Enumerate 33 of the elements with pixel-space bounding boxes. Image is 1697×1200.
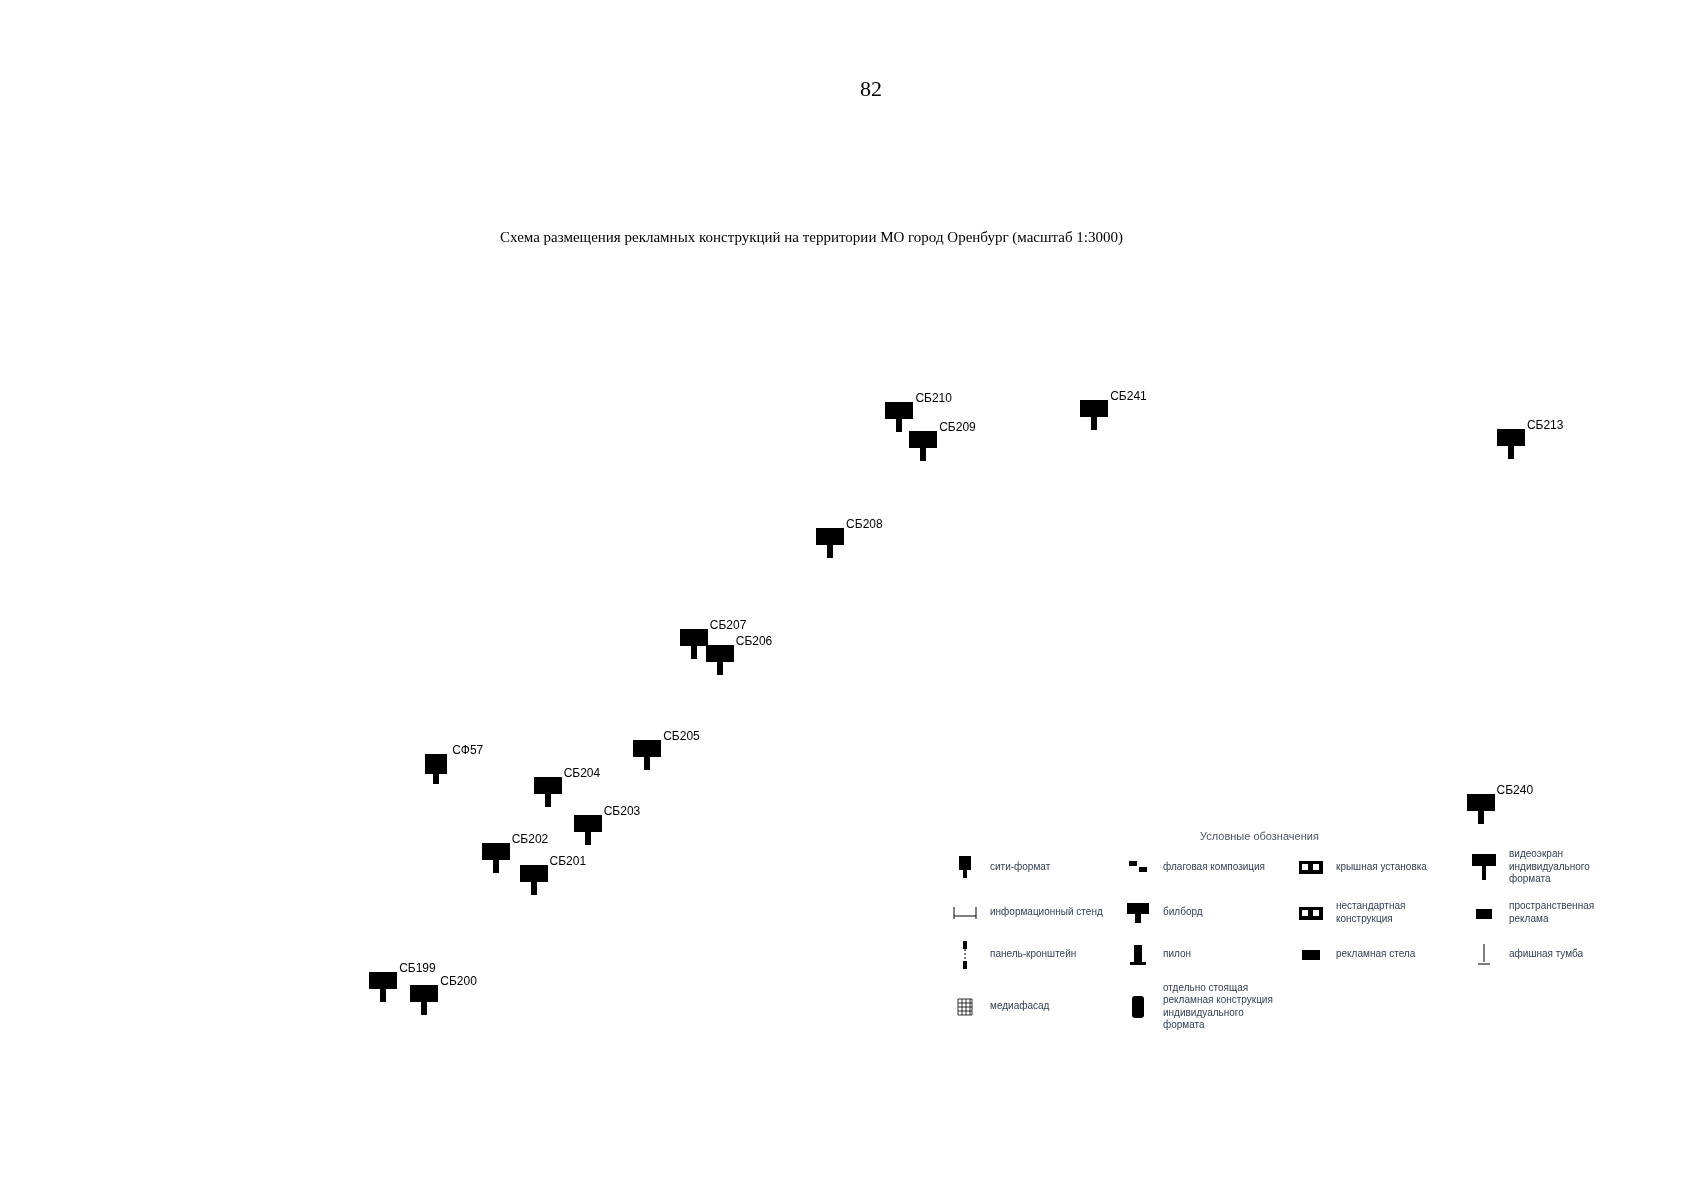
marker-label: СБ204 xyxy=(563,767,601,780)
legend-text: панель-кронштейн xyxy=(990,948,1077,961)
marker-label: СБ199 xyxy=(399,962,436,975)
legend-title: Условные обозначения xyxy=(1200,829,1319,844)
legend-text: билборд xyxy=(1163,906,1203,919)
legend-text: медиафасад xyxy=(990,1000,1050,1013)
marker-label: СБ201 xyxy=(549,855,587,868)
marker-label: СБ241 xyxy=(1110,389,1147,402)
legend-text: видеоэкран индивидуального формата xyxy=(1509,848,1591,886)
legend-text: флаговая композиция xyxy=(1163,860,1266,873)
marker-label: СБ206 xyxy=(735,635,773,648)
legend-text: пилон xyxy=(1163,948,1192,961)
legend-text: крышная установка xyxy=(1336,860,1427,873)
marker-label: СБ207 xyxy=(709,619,747,632)
legend-text: афишная тумба xyxy=(1509,948,1584,961)
legend-text: отдельно стоящая рекламная конструкция индивидуального формата xyxy=(1163,981,1274,1032)
marker-label: СБ213 xyxy=(1526,418,1564,431)
marker-label: СБ209 xyxy=(939,421,976,434)
marker-label: СБ210 xyxy=(915,391,952,404)
marker-label: СБ203 xyxy=(603,805,641,818)
marker-label: СФ57 xyxy=(452,743,484,756)
map-title: Схема размещения рекламных конструкций на территории МО город Оренбург (масштаб 1:3000) xyxy=(500,228,1123,247)
marker-label: СБ240 xyxy=(1496,783,1534,796)
legend-text: нестандартная конструкция xyxy=(1336,900,1407,925)
marker-label: СБ200 xyxy=(440,975,477,988)
page-number: 82 xyxy=(860,75,882,103)
legend-text: пространственная реклама xyxy=(1509,900,1596,925)
legend-text: сити-формат xyxy=(990,860,1051,873)
legend-text: рекламная стела xyxy=(1336,948,1416,961)
marker-label: СБ202 xyxy=(511,833,549,846)
marker-label: СБ205 xyxy=(663,729,700,742)
legend-text: информационный стенд xyxy=(990,906,1103,919)
marker-label: СБ208 xyxy=(846,518,883,531)
